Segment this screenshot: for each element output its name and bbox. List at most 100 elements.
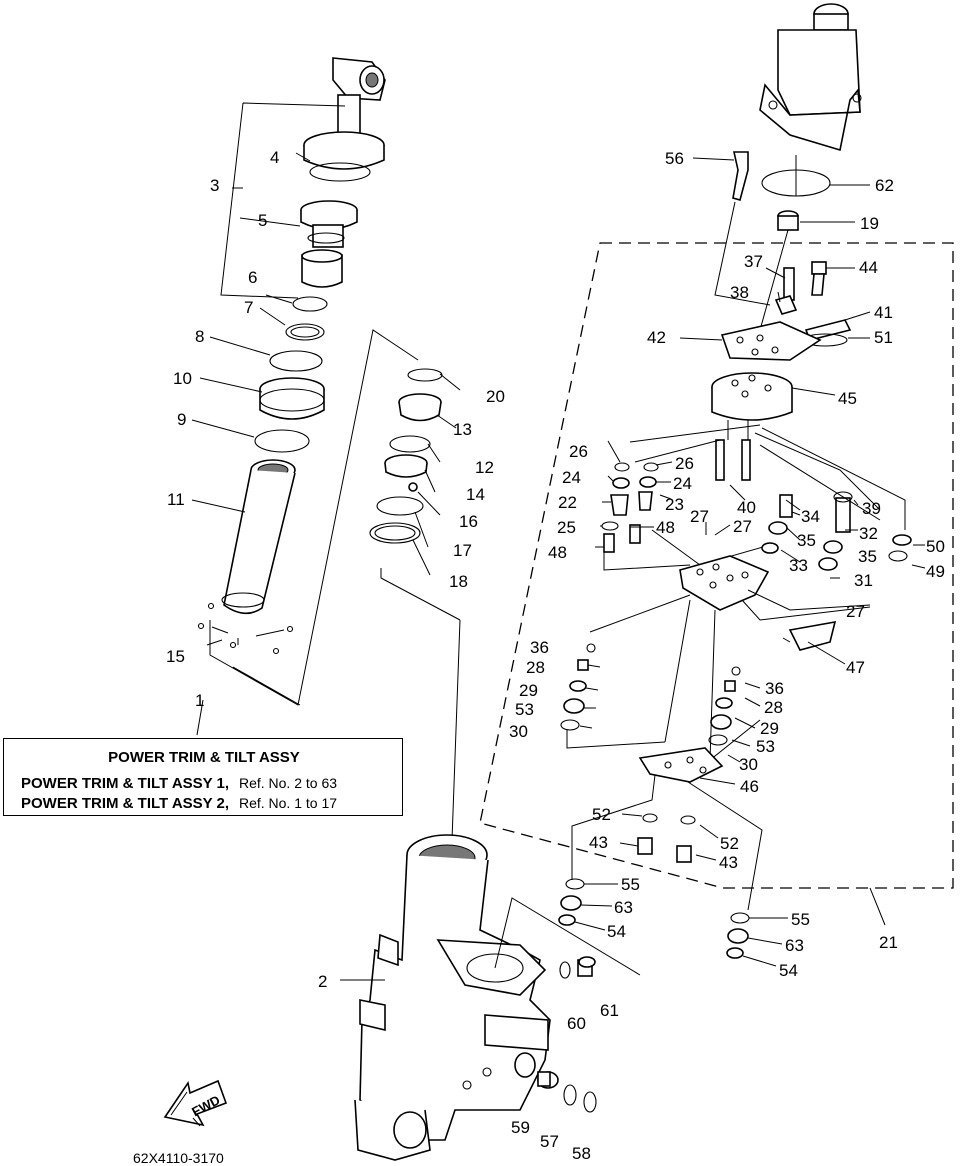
callout-8: 8 <box>195 327 204 346</box>
callout-14: 14 <box>466 485 485 504</box>
callout-6: 6 <box>248 268 257 287</box>
callout-29b: 29 <box>760 719 779 738</box>
callout-28b: 28 <box>764 698 783 717</box>
callout-52b: 52 <box>720 834 739 853</box>
check-valve-left <box>560 643 596 731</box>
drawing-code: 62X4110-3170 <box>133 1150 224 1166</box>
callout-53b: 53 <box>756 737 775 756</box>
callout-labels: 1 2 3 4 5 6 7 8 9 10 11 12 13 14 15 16 1… <box>166 148 945 1163</box>
callout-63b: 63 <box>785 936 804 955</box>
callout-31: 31 <box>854 571 873 590</box>
callout-36a: 36 <box>530 638 549 657</box>
main-housing <box>354 834 551 1161</box>
callout-52a: 52 <box>592 805 611 824</box>
fwd-arrow-icon: FWD <box>163 1079 228 1127</box>
legend-title: POWER TRIM & TILT ASSY <box>108 749 300 766</box>
pump-block <box>711 372 793 421</box>
callout-24a: 24 <box>562 468 581 487</box>
callout-28a: 28 <box>526 658 545 677</box>
valve-parts-right <box>761 491 912 571</box>
callout-57: 57 <box>540 1132 559 1151</box>
callout-30b: 30 <box>739 755 758 774</box>
callout-26a: 26 <box>569 442 588 461</box>
callout-59: 59 <box>511 1118 530 1137</box>
callout-62: 62 <box>875 176 894 195</box>
callout-20: 20 <box>486 387 505 406</box>
callout-56: 56 <box>665 149 684 168</box>
callout-16: 16 <box>459 512 478 531</box>
legend-row: POWER TRIM & TILT ASSY 1, Ref. No. 2 to … <box>21 775 337 792</box>
callout-3: 3 <box>210 176 219 195</box>
callout-44: 44 <box>859 258 878 277</box>
valve-parts-left <box>601 462 659 553</box>
callout-27a: 27 <box>690 507 709 526</box>
callout-60: 60 <box>567 1014 586 1033</box>
callout-37: 37 <box>744 252 763 271</box>
callout-38: 38 <box>730 283 749 302</box>
callout-24b: 24 <box>673 474 692 493</box>
callout-36b: 36 <box>765 679 784 698</box>
legend-row-ref: Ref. No. 1 to 17 <box>238 795 338 811</box>
callout-63a: 63 <box>614 898 633 917</box>
callout-35b: 35 <box>858 547 877 566</box>
callout-11: 11 <box>167 490 185 509</box>
legend-row: POWER TRIM & TILT ASSY 2, Ref. No. 1 to … <box>21 795 337 812</box>
callout-30a: 30 <box>509 722 528 741</box>
callout-4: 4 <box>270 148 279 167</box>
callout-43b: 43 <box>719 853 738 872</box>
motor-assembly <box>759 3 862 152</box>
legend-row-name: POWER TRIM & TILT ASSY 2, <box>21 795 230 812</box>
callout-22: 22 <box>558 493 577 512</box>
callout-7: 7 <box>244 298 253 317</box>
bottom-fittings <box>537 956 597 1113</box>
callout-46: 46 <box>740 777 759 796</box>
callout-39: 39 <box>862 499 881 518</box>
subassembly-boundary <box>479 242 954 889</box>
callout-58: 58 <box>572 1144 591 1163</box>
callout-49: 49 <box>926 562 945 581</box>
assembly-legend: POWER TRIM & TILT ASSY POWER TRIM & TILT… <box>3 738 403 816</box>
callout-27b: 27 <box>733 517 752 536</box>
callout-45: 45 <box>838 389 857 408</box>
callout-47: 47 <box>846 658 865 677</box>
callout-33: 33 <box>789 556 808 575</box>
callout-55a: 55 <box>621 875 640 894</box>
callout-34: 34 <box>801 507 820 526</box>
callout-19: 19 <box>860 214 879 233</box>
callout-29a: 29 <box>519 681 538 700</box>
callout-53a: 53 <box>515 700 534 719</box>
callout-26b: 26 <box>675 454 694 473</box>
bolt-56 <box>732 151 749 201</box>
tilt-rod-group <box>197 57 386 655</box>
callout-23: 23 <box>665 495 684 514</box>
callout-17: 17 <box>453 541 472 560</box>
callout-40: 40 <box>737 498 756 517</box>
callout-5: 5 <box>258 211 267 230</box>
middle-seal-group <box>369 368 443 544</box>
callout-1: 1 <box>195 691 204 710</box>
callout-51: 51 <box>874 328 893 347</box>
valve-body <box>679 555 837 651</box>
callout-12: 12 <box>475 458 494 477</box>
coupling-19 <box>777 210 799 231</box>
callout-10: 10 <box>173 369 192 388</box>
callout-13: 13 <box>453 420 472 439</box>
cover-plate-46 <box>638 747 724 783</box>
callout-18: 18 <box>449 572 468 591</box>
callout-43a: 43 <box>589 833 608 852</box>
callout-27c: 27 <box>846 602 865 621</box>
callout-48b: 48 <box>548 543 567 562</box>
callout-54a: 54 <box>607 922 626 941</box>
callout-41: 41 <box>874 303 893 322</box>
callout-32: 32 <box>859 524 878 543</box>
callout-61: 61 <box>600 1001 619 1020</box>
callout-9: 9 <box>177 410 186 429</box>
callout-54b: 54 <box>779 961 798 980</box>
callout-21: 21 <box>879 933 898 952</box>
callout-25: 25 <box>557 518 576 537</box>
callout-2: 2 <box>318 972 327 991</box>
callout-35a: 35 <box>797 531 816 550</box>
callout-48a: 48 <box>656 518 675 537</box>
check-valve-right <box>708 666 741 746</box>
